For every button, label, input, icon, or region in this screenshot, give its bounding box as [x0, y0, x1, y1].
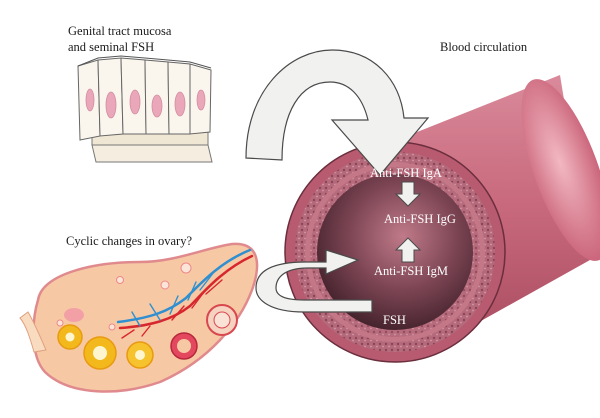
blood-circulation-label: Blood circulation [440, 40, 528, 54]
ovary-icon [19, 242, 259, 393]
antibody-arrows [394, 181, 422, 263]
cell-nuclei [85, 88, 206, 119]
curved-arrow-icon [245, 49, 430, 176]
mucosa-epithelium-icon [77, 55, 213, 163]
mucosa-title-line1: Genital tract mucosa [68, 24, 172, 38]
blood-vessel-icon [284, 75, 600, 363]
igm-label: Anti-FSH IgM [374, 264, 448, 278]
igg-label: Anti-FSH IgG [384, 212, 456, 226]
ovary-vessels [116, 248, 254, 339]
iga-down-arrow [394, 181, 422, 207]
vessel-far-opening [521, 79, 600, 261]
ovary-ligament [19, 311, 47, 353]
follicles [56, 262, 238, 370]
vessel-lumen [317, 174, 473, 330]
mucosa-base [91, 144, 213, 163]
mucosa-title-line2: and seminal FSH [68, 40, 155, 54]
fsh-label: FSH [383, 313, 406, 327]
top-curved-arrow [245, 49, 430, 176]
igm-up-arrow [394, 237, 422, 263]
lower-curved-arrow [255, 249, 373, 313]
epithelial-cells [77, 55, 212, 141]
ovary-label: Cyclic changes in ovary? [66, 234, 192, 248]
iga-label: Anti-FSH IgA [370, 166, 442, 180]
